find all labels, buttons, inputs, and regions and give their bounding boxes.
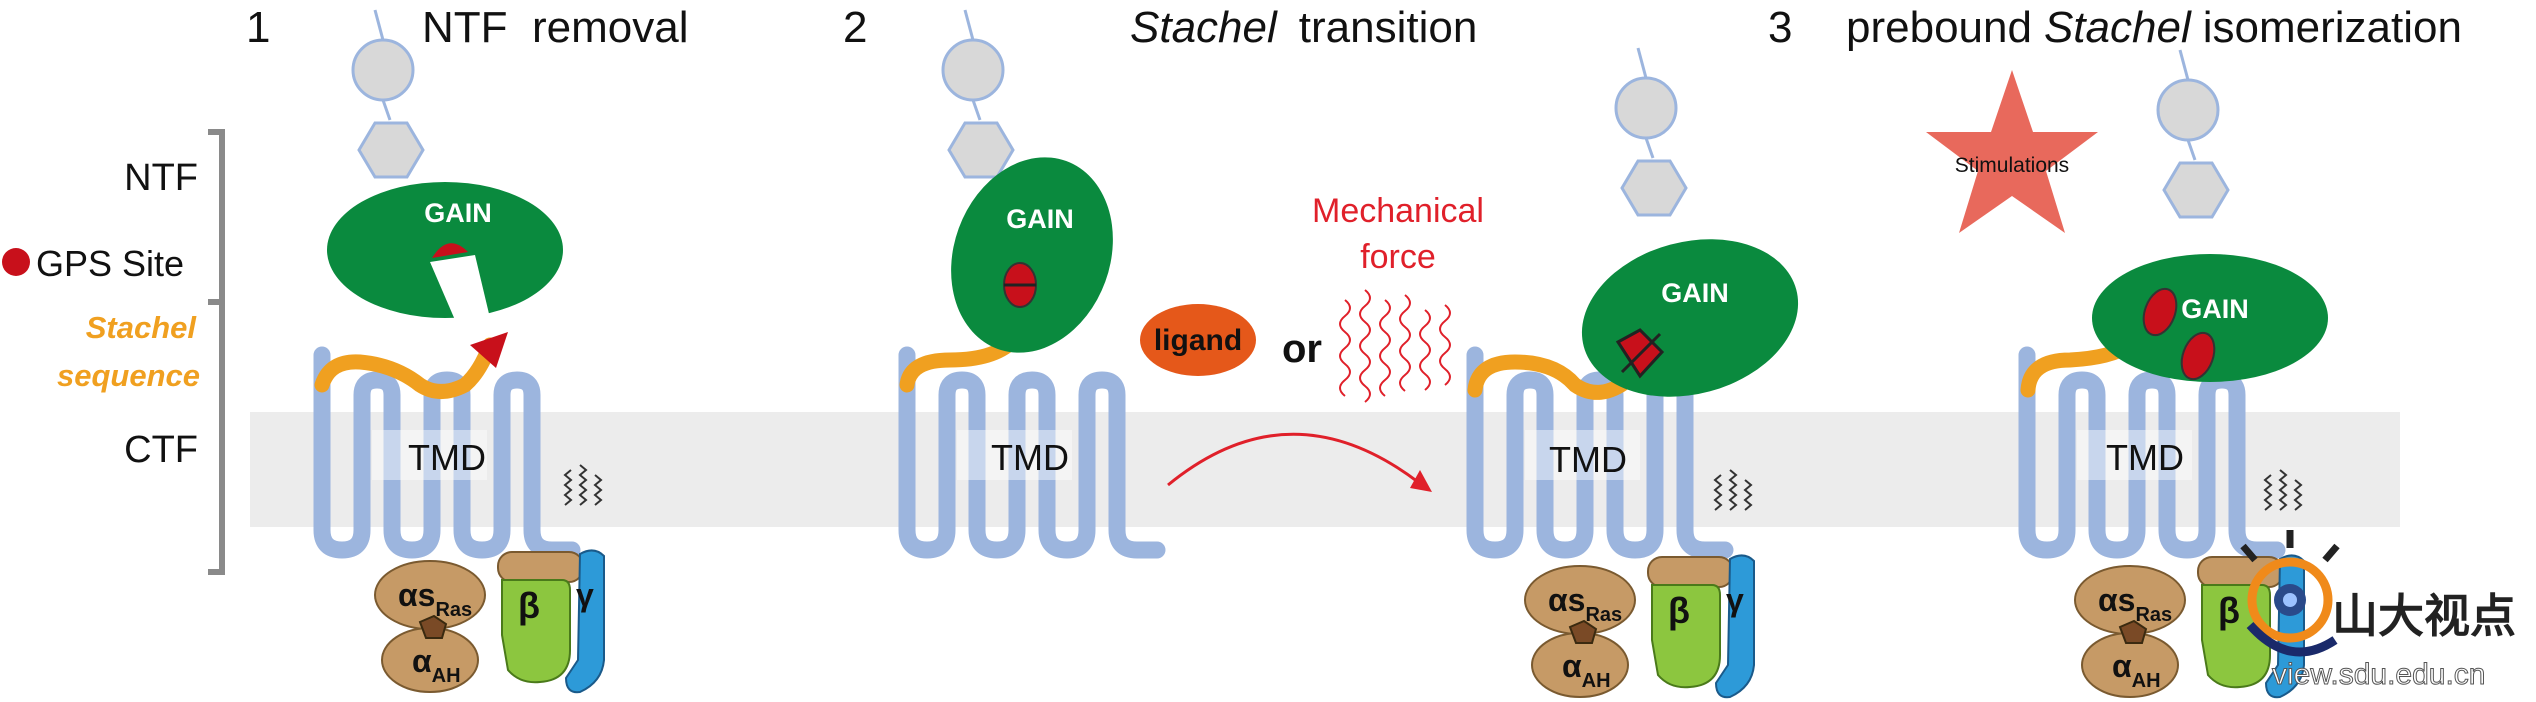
ligand-label: ligand bbox=[1154, 324, 1242, 357]
panel1-receptor bbox=[322, 355, 572, 550]
panel2b-gamma: γ bbox=[1726, 582, 1744, 618]
ntf-label: NTF bbox=[124, 157, 198, 199]
force-wavy-lines-icon bbox=[1339, 289, 1451, 403]
panel3-gain-label: GAIN bbox=[2181, 294, 2249, 324]
panel1-alpha-ah: αAH bbox=[412, 643, 461, 687]
panel1-sugar-chain bbox=[351, 8, 425, 179]
panel1-gain-label: GAIN bbox=[424, 198, 492, 228]
panel2-number: 2 bbox=[843, 3, 867, 52]
panel2-sugar-chain bbox=[941, 8, 1015, 179]
panel2-receptor bbox=[907, 355, 1157, 550]
panel3-alpha-s: αsRas bbox=[2098, 582, 2172, 626]
panel2b-alpha-s: αsRas bbox=[1548, 582, 1622, 626]
panel3-tmd-label: TMD bbox=[2106, 437, 2184, 478]
panel2b-alpha-ah: αAH bbox=[1562, 648, 1611, 692]
ctf-label: CTF bbox=[124, 429, 198, 471]
gps-site-marker bbox=[2, 248, 30, 276]
panel1-title: NTF removal bbox=[422, 3, 688, 52]
panel3-sugar-chain bbox=[2156, 48, 2230, 219]
panel2b-sugar-chain bbox=[1614, 46, 1688, 217]
ligand-shape bbox=[1140, 304, 1256, 376]
panel3-receptor bbox=[2027, 355, 2277, 550]
gps-site-label: GPS Site bbox=[36, 243, 184, 284]
panel3-title-italic: Stachel bbox=[2044, 3, 2192, 52]
panel2-tmd-label: TMD bbox=[991, 437, 1069, 478]
panel2-title-italic: Stachel bbox=[1130, 3, 1278, 52]
panel1-tmd-label: TMD bbox=[408, 437, 486, 478]
panel2b-tmd-label: TMD bbox=[1549, 439, 1627, 480]
stachel-label-line2: sequence bbox=[57, 358, 200, 393]
panel1-stachel-tail bbox=[314, 337, 498, 399]
panel3-beta: β bbox=[2218, 590, 2240, 631]
panel2-title: Stachel transition bbox=[1130, 3, 1477, 52]
watermark-url: view.sdu.edu.cn bbox=[2272, 658, 2485, 691]
or-label: or bbox=[1282, 327, 1322, 371]
panel2-gain-domain bbox=[951, 157, 1113, 353]
stimulations-star-icon bbox=[1926, 70, 2098, 233]
panel1-gamma: γ bbox=[576, 577, 594, 613]
panel2b-gain-domain bbox=[1581, 239, 1799, 397]
stimulations-label: Stimulations bbox=[1955, 154, 2069, 177]
panel3-title-pre: prebound bbox=[1846, 3, 2032, 52]
transition-arrow bbox=[1167, 432, 1419, 487]
panel3-gain-domain bbox=[2092, 254, 2328, 382]
panel3-title-rest: isomerization bbox=[2203, 3, 2462, 52]
panel1-number: 1 bbox=[246, 3, 270, 52]
panel1-gain-domain bbox=[327, 182, 563, 320]
panel3-number: 3 bbox=[1768, 3, 1792, 52]
panel2-gain-label: GAIN bbox=[1006, 204, 1074, 234]
watermark-logo-icon bbox=[2240, 530, 2340, 657]
panel2b-beta: β bbox=[1668, 590, 1690, 631]
mechanical-force-line2: force bbox=[1360, 238, 1436, 276]
membrane-band bbox=[250, 412, 2400, 527]
transition-arrowhead-icon bbox=[1410, 470, 1432, 492]
panel1-beta: β bbox=[518, 585, 540, 626]
mechanical-force-line1: Mechanical bbox=[1312, 192, 1484, 230]
panel3-alpha-ah: αAH bbox=[2112, 648, 2161, 692]
panel1-gps-fragment bbox=[470, 332, 508, 368]
panel2b-stachel-tail bbox=[1467, 354, 1636, 400]
stachel-label-line1: Stachel bbox=[86, 310, 198, 345]
panel1-alpha-s: αsRas bbox=[398, 577, 472, 621]
panel2b-gain-label: GAIN bbox=[1661, 278, 1729, 308]
ntf-ctf-bracket bbox=[208, 129, 225, 575]
panel2-title-rest: transition bbox=[1299, 3, 1478, 52]
panel2b-receptor bbox=[1475, 355, 1725, 550]
watermark-chinese: 山大视点 bbox=[2332, 590, 2516, 642]
